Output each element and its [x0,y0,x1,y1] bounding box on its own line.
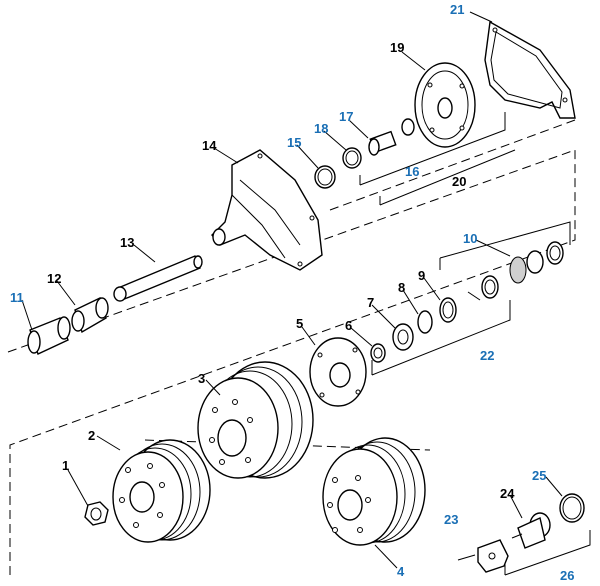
part-5-hub-flange [309,337,367,407]
leader-lines [21,11,563,569]
part-18-ring [342,147,362,169]
part-10-bearing [467,241,564,301]
callout-18: 18 [314,121,328,136]
callout-4: 4 [397,564,405,579]
callout-26: 26 [560,568,574,583]
callout-20: 20 [452,174,466,189]
callout-19: 19 [390,40,404,55]
part-24-impeller [511,512,551,549]
part-1-nut [84,501,109,526]
callout-12: 12 [47,271,61,286]
part-13-shaft [113,255,203,302]
callout-labels: 1 2 3 4 5 6 7 8 9 10 11 12 13 14 15 16 1… [10,2,574,583]
callout-5: 5 [296,316,303,331]
callout-7: 7 [367,295,374,310]
part-7-ring [392,323,414,351]
part-3-pulley [197,361,314,479]
callout-25: 25 [532,468,546,483]
part-21-gasket [484,20,576,119]
callout-13: 13 [120,235,134,250]
callout-11: 11 [10,290,24,305]
part-8-snap-ring [417,310,433,334]
callout-9: 9 [418,268,425,283]
callout-15: 15 [287,135,301,150]
callout-10: 10 [463,231,477,246]
part-4-pulley [322,437,426,546]
callout-8: 8 [398,280,405,295]
part-6-ring [370,343,386,363]
part-2-pulley [112,439,211,543]
part-25-o-ring [559,493,585,523]
callout-1: 1 [62,458,69,473]
callout-2: 2 [88,428,95,443]
part-23-plate [477,539,509,573]
callout-3: 3 [198,371,205,386]
part-9-ring [439,297,457,323]
callout-24: 24 [500,486,515,501]
callout-14: 14 [202,138,217,153]
callout-21: 21 [450,2,464,17]
part-15-ring [314,165,336,189]
callout-22: 22 [480,348,494,363]
part-14-housing [211,149,323,271]
callout-17: 17 [339,109,353,124]
callout-16: 16 [405,164,419,179]
group-bracket-lines [359,112,591,576]
part-17-seal [368,118,415,156]
part-11-sleeve [27,316,71,355]
callout-23: 23 [444,512,458,527]
part-19-cover-plate [414,62,476,148]
part-12-bushing [71,297,109,334]
callout-6: 6 [345,318,352,333]
